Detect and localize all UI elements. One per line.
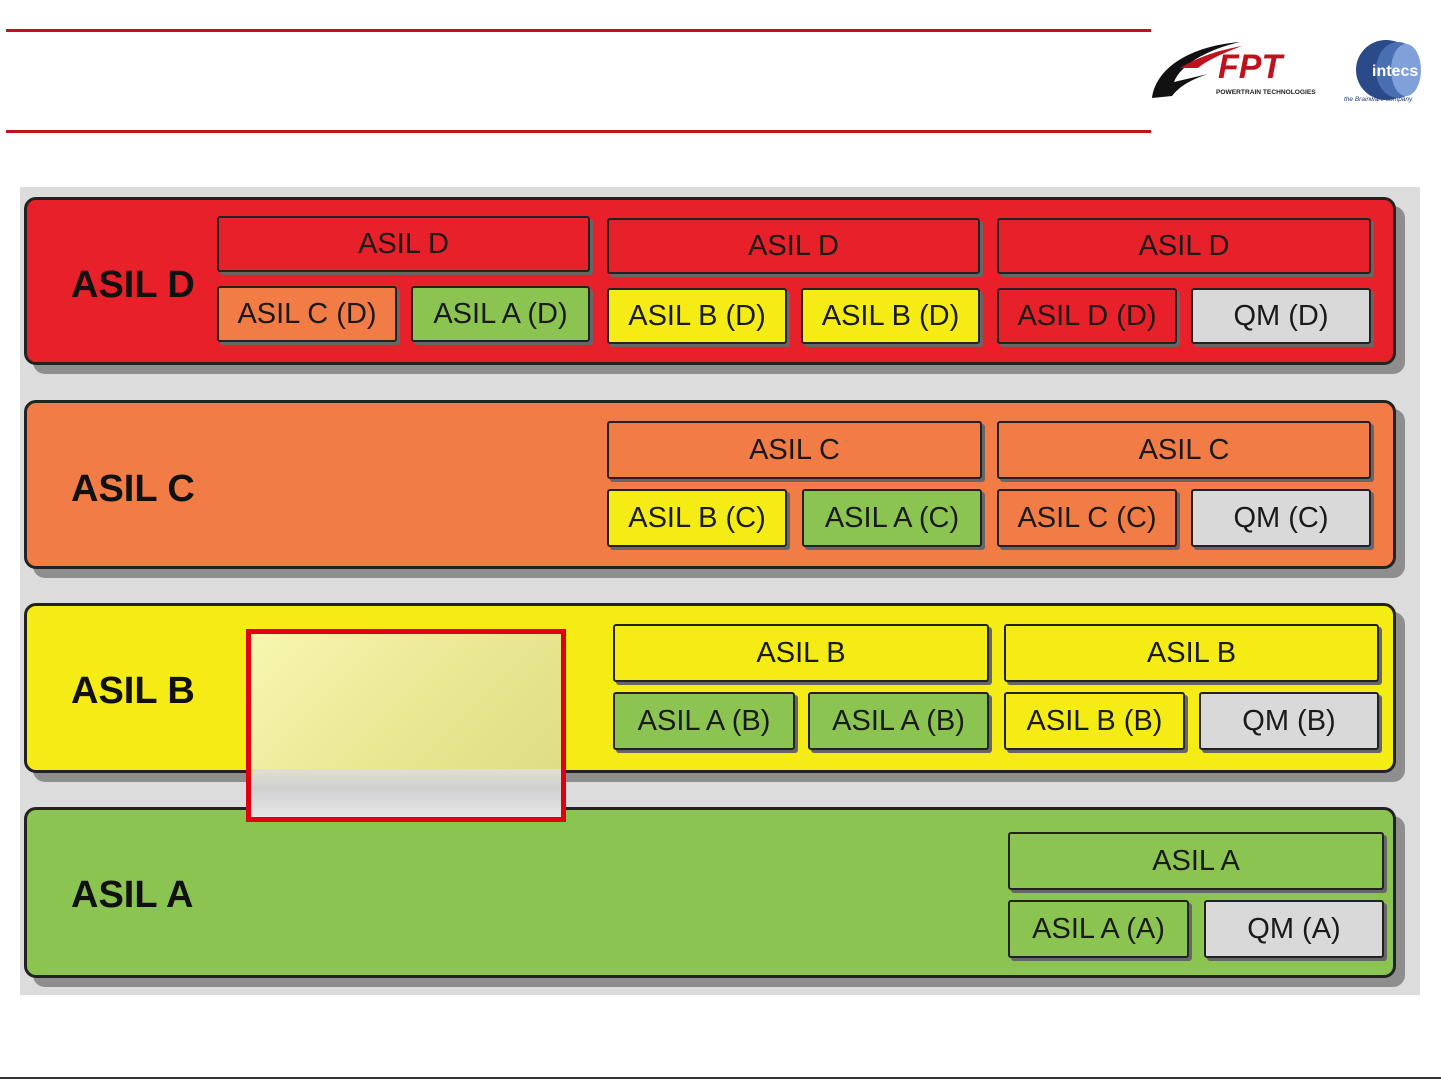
layer-label: ASIL A [71, 874, 194, 916]
fpt-subtitle: POWERTRAIN TECHNOLOGIES [1216, 89, 1316, 96]
child-box: ASIL B (B) [1004, 692, 1185, 750]
child-box: ASIL C (C) [997, 489, 1177, 547]
layer-asil-a: ASIL A ASIL A ASIL A (A) QM (A) [24, 807, 1396, 978]
fpt-intecs-logo: FPT POWERTRAIN TECHNOLOGIES intecs the B… [1152, 40, 1421, 103]
layer-asil-c: ASIL C ASIL C ASIL B (C) ASIL A (C) ASIL… [24, 400, 1396, 569]
child-box: ASIL A (B) [808, 692, 989, 750]
intecs-tagline: the Brainware company [1344, 96, 1413, 103]
parent-box: ASIL D [997, 218, 1371, 274]
parent-box: ASIL D [217, 216, 590, 272]
child-box: ASIL B (D) [801, 288, 980, 344]
parent-box: ASIL A [1008, 832, 1384, 890]
highlight-overlay-box [246, 629, 566, 822]
header-bottom-line [6, 130, 1151, 133]
header-top-line [6, 29, 1151, 32]
child-box: QM (B) [1199, 692, 1379, 750]
fpt-swoosh-icon [1152, 42, 1240, 98]
parent-box: ASIL B [613, 624, 989, 682]
child-box: QM (A) [1204, 900, 1384, 958]
child-box: ASIL B (C) [607, 489, 787, 547]
child-box: ASIL A (A) [1008, 900, 1189, 958]
layer-asil-d: ASIL D ASIL D ASIL C (D) ASIL A (D) ASIL… [24, 197, 1396, 365]
intecs-wordmark: intecs [1372, 63, 1418, 80]
child-box: ASIL A (D) [411, 286, 590, 342]
layer-asil-b: ASIL B ASIL B ASIL A (B) ASIL A (B) ASIL… [24, 603, 1396, 773]
layer-label: ASIL B [71, 670, 195, 712]
asil-decomposition-diagram: ASIL D ASIL D ASIL C (D) ASIL A (D) ASIL… [20, 187, 1420, 995]
layer-label: ASIL C [71, 468, 195, 510]
parent-box: ASIL D [607, 218, 980, 274]
layer-label: ASIL D [71, 264, 195, 306]
child-box: ASIL C (D) [217, 286, 397, 342]
parent-box: ASIL B [1004, 624, 1379, 682]
parent-box: ASIL C [997, 421, 1371, 479]
fpt-wordmark: FPT [1218, 48, 1285, 86]
child-box: ASIL A (C) [802, 489, 982, 547]
child-box: ASIL A (B) [613, 692, 795, 750]
child-box: ASIL B (D) [607, 288, 787, 344]
child-box: QM (C) [1191, 489, 1371, 547]
parent-box: ASIL C [607, 421, 982, 479]
child-box: ASIL D (D) [997, 288, 1177, 344]
child-box: QM (D) [1191, 288, 1371, 344]
highlight-shade [251, 769, 561, 817]
footer-line [0, 1077, 1441, 1079]
